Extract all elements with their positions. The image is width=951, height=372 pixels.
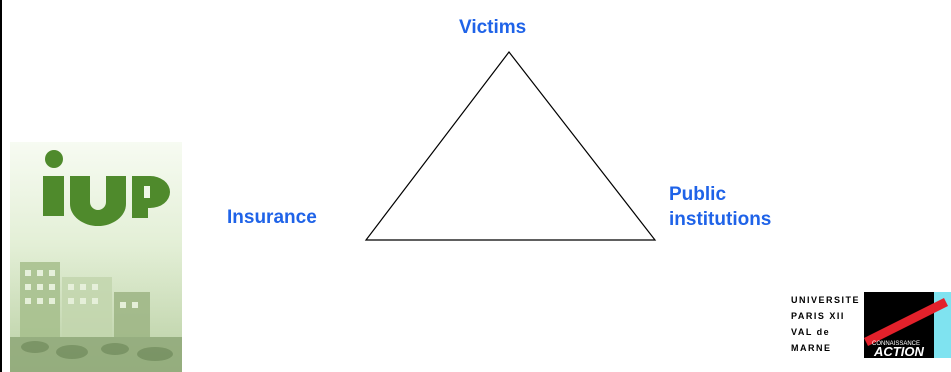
university-name: UNIVERSITE PARIS XII VAL de MARNE: [788, 292, 864, 358]
iup-logo-graphic: [10, 142, 182, 372]
node-label-public-line-1: Public: [669, 182, 771, 207]
node-label-insurance: Insurance: [227, 205, 317, 230]
connaissance-action-logo: CONNAISSANCE ACTION: [864, 292, 951, 358]
iup-logo: [10, 142, 182, 372]
node-label-public-institutions: Public institutions: [669, 182, 771, 232]
university-logo: UNIVERSITE PARIS XII VAL de MARNE CONNAI…: [788, 292, 951, 358]
relationship-triangle: [366, 52, 655, 240]
university-line-4: MARNE: [791, 340, 864, 356]
node-label-public-line-2: institutions: [669, 207, 771, 232]
university-line-2: PARIS XII: [791, 308, 864, 324]
svg-text:ACTION: ACTION: [873, 344, 924, 358]
university-line-3: VAL de: [791, 324, 864, 340]
university-line-1: UNIVERSITE: [791, 292, 864, 308]
node-label-victims: Victims: [459, 15, 526, 40]
